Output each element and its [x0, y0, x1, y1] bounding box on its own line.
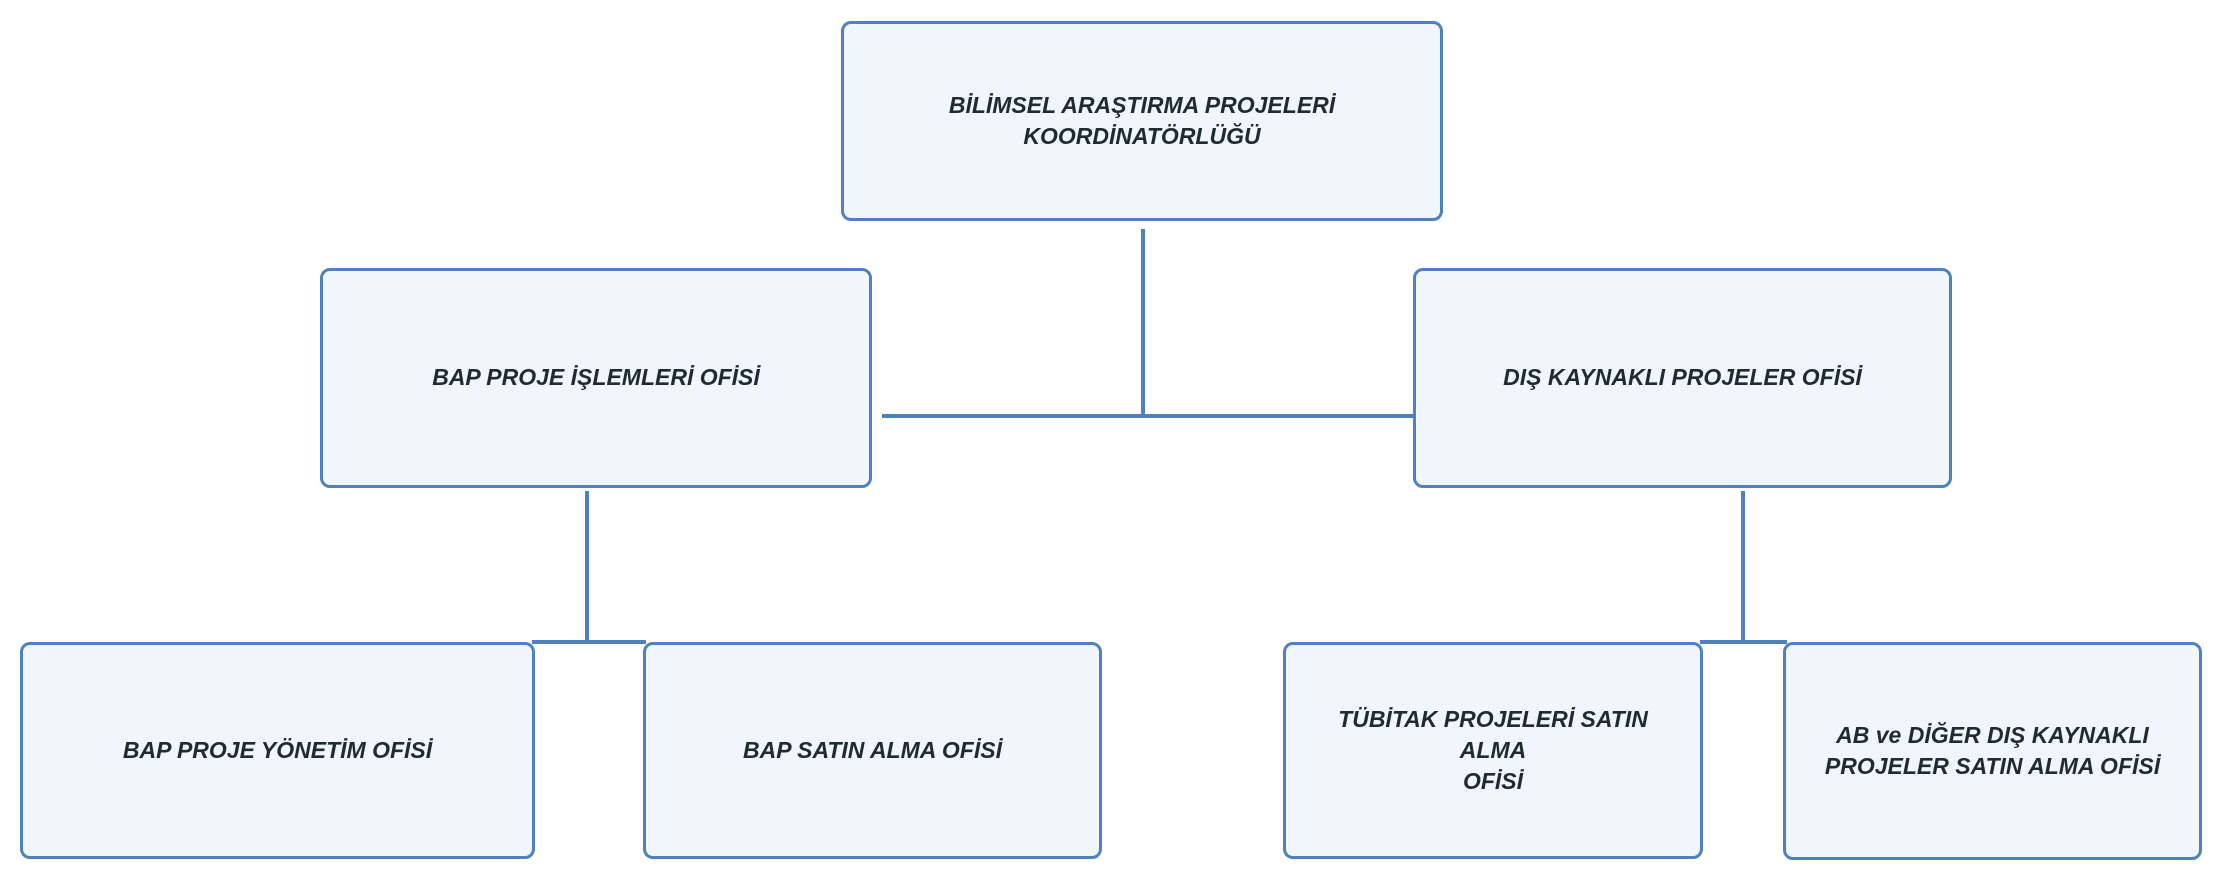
- org-node-tubitak-satin-alma: TÜBİTAK PROJELERİ SATIN ALMA OFİSİ: [1283, 642, 1703, 859]
- org-node-root: BİLİMSEL ARAŞTIRMA PROJELERİ KOORDİNATÖR…: [841, 21, 1443, 221]
- org-node-ab-diger-satin-alma: AB ve DİĞER DIŞ KAYNAKLI PROJELER SATIN …: [1783, 642, 2202, 860]
- org-node-bap-proje-yonetim-label: BAP PROJE YÖNETİM OFİSİ: [122, 736, 433, 763]
- connector-right-children-bridge: [1700, 640, 1787, 644]
- org-node-root-label: BİLİMSEL ARAŞTIRMA PROJELERİ KOORDİNATÖR…: [948, 91, 1336, 149]
- org-node-ab-diger-satin-alma-label: AB ve DİĞER DIŞ KAYNAKLI PROJELER SATIN …: [1824, 721, 2161, 779]
- connector-root-drop: [1141, 229, 1145, 418]
- connector-left-drop: [585, 491, 589, 642]
- connector-left-children-bridge: [532, 640, 646, 644]
- org-node-bap-proje-islemleri-label: BAP PROJE İŞLEMLERİ OFİSİ: [432, 364, 760, 391]
- org-node-bap-proje-yonetim: BAP PROJE YÖNETİM OFİSİ: [20, 642, 535, 859]
- org-node-bap-satin-alma: BAP SATIN ALMA OFİSİ: [643, 642, 1102, 859]
- org-node-tubitak-satin-alma-label: TÜBİTAK PROJELERİ SATIN ALMA OFİSİ: [1338, 705, 1648, 795]
- connector-level2-horizontal: [882, 414, 1413, 418]
- connector-right-drop: [1741, 491, 1745, 642]
- org-node-bap-proje-islemleri: BAP PROJE İŞLEMLERİ OFİSİ: [320, 268, 872, 488]
- org-node-bap-satin-alma-label: BAP SATIN ALMA OFİSİ: [743, 736, 1002, 763]
- org-node-dis-kaynakli-projeler: DIŞ KAYNAKLI PROJELER OFİSİ: [1413, 268, 1952, 488]
- org-node-dis-kaynakli-projeler-label: DIŞ KAYNAKLI PROJELER OFİSİ: [1503, 364, 1862, 391]
